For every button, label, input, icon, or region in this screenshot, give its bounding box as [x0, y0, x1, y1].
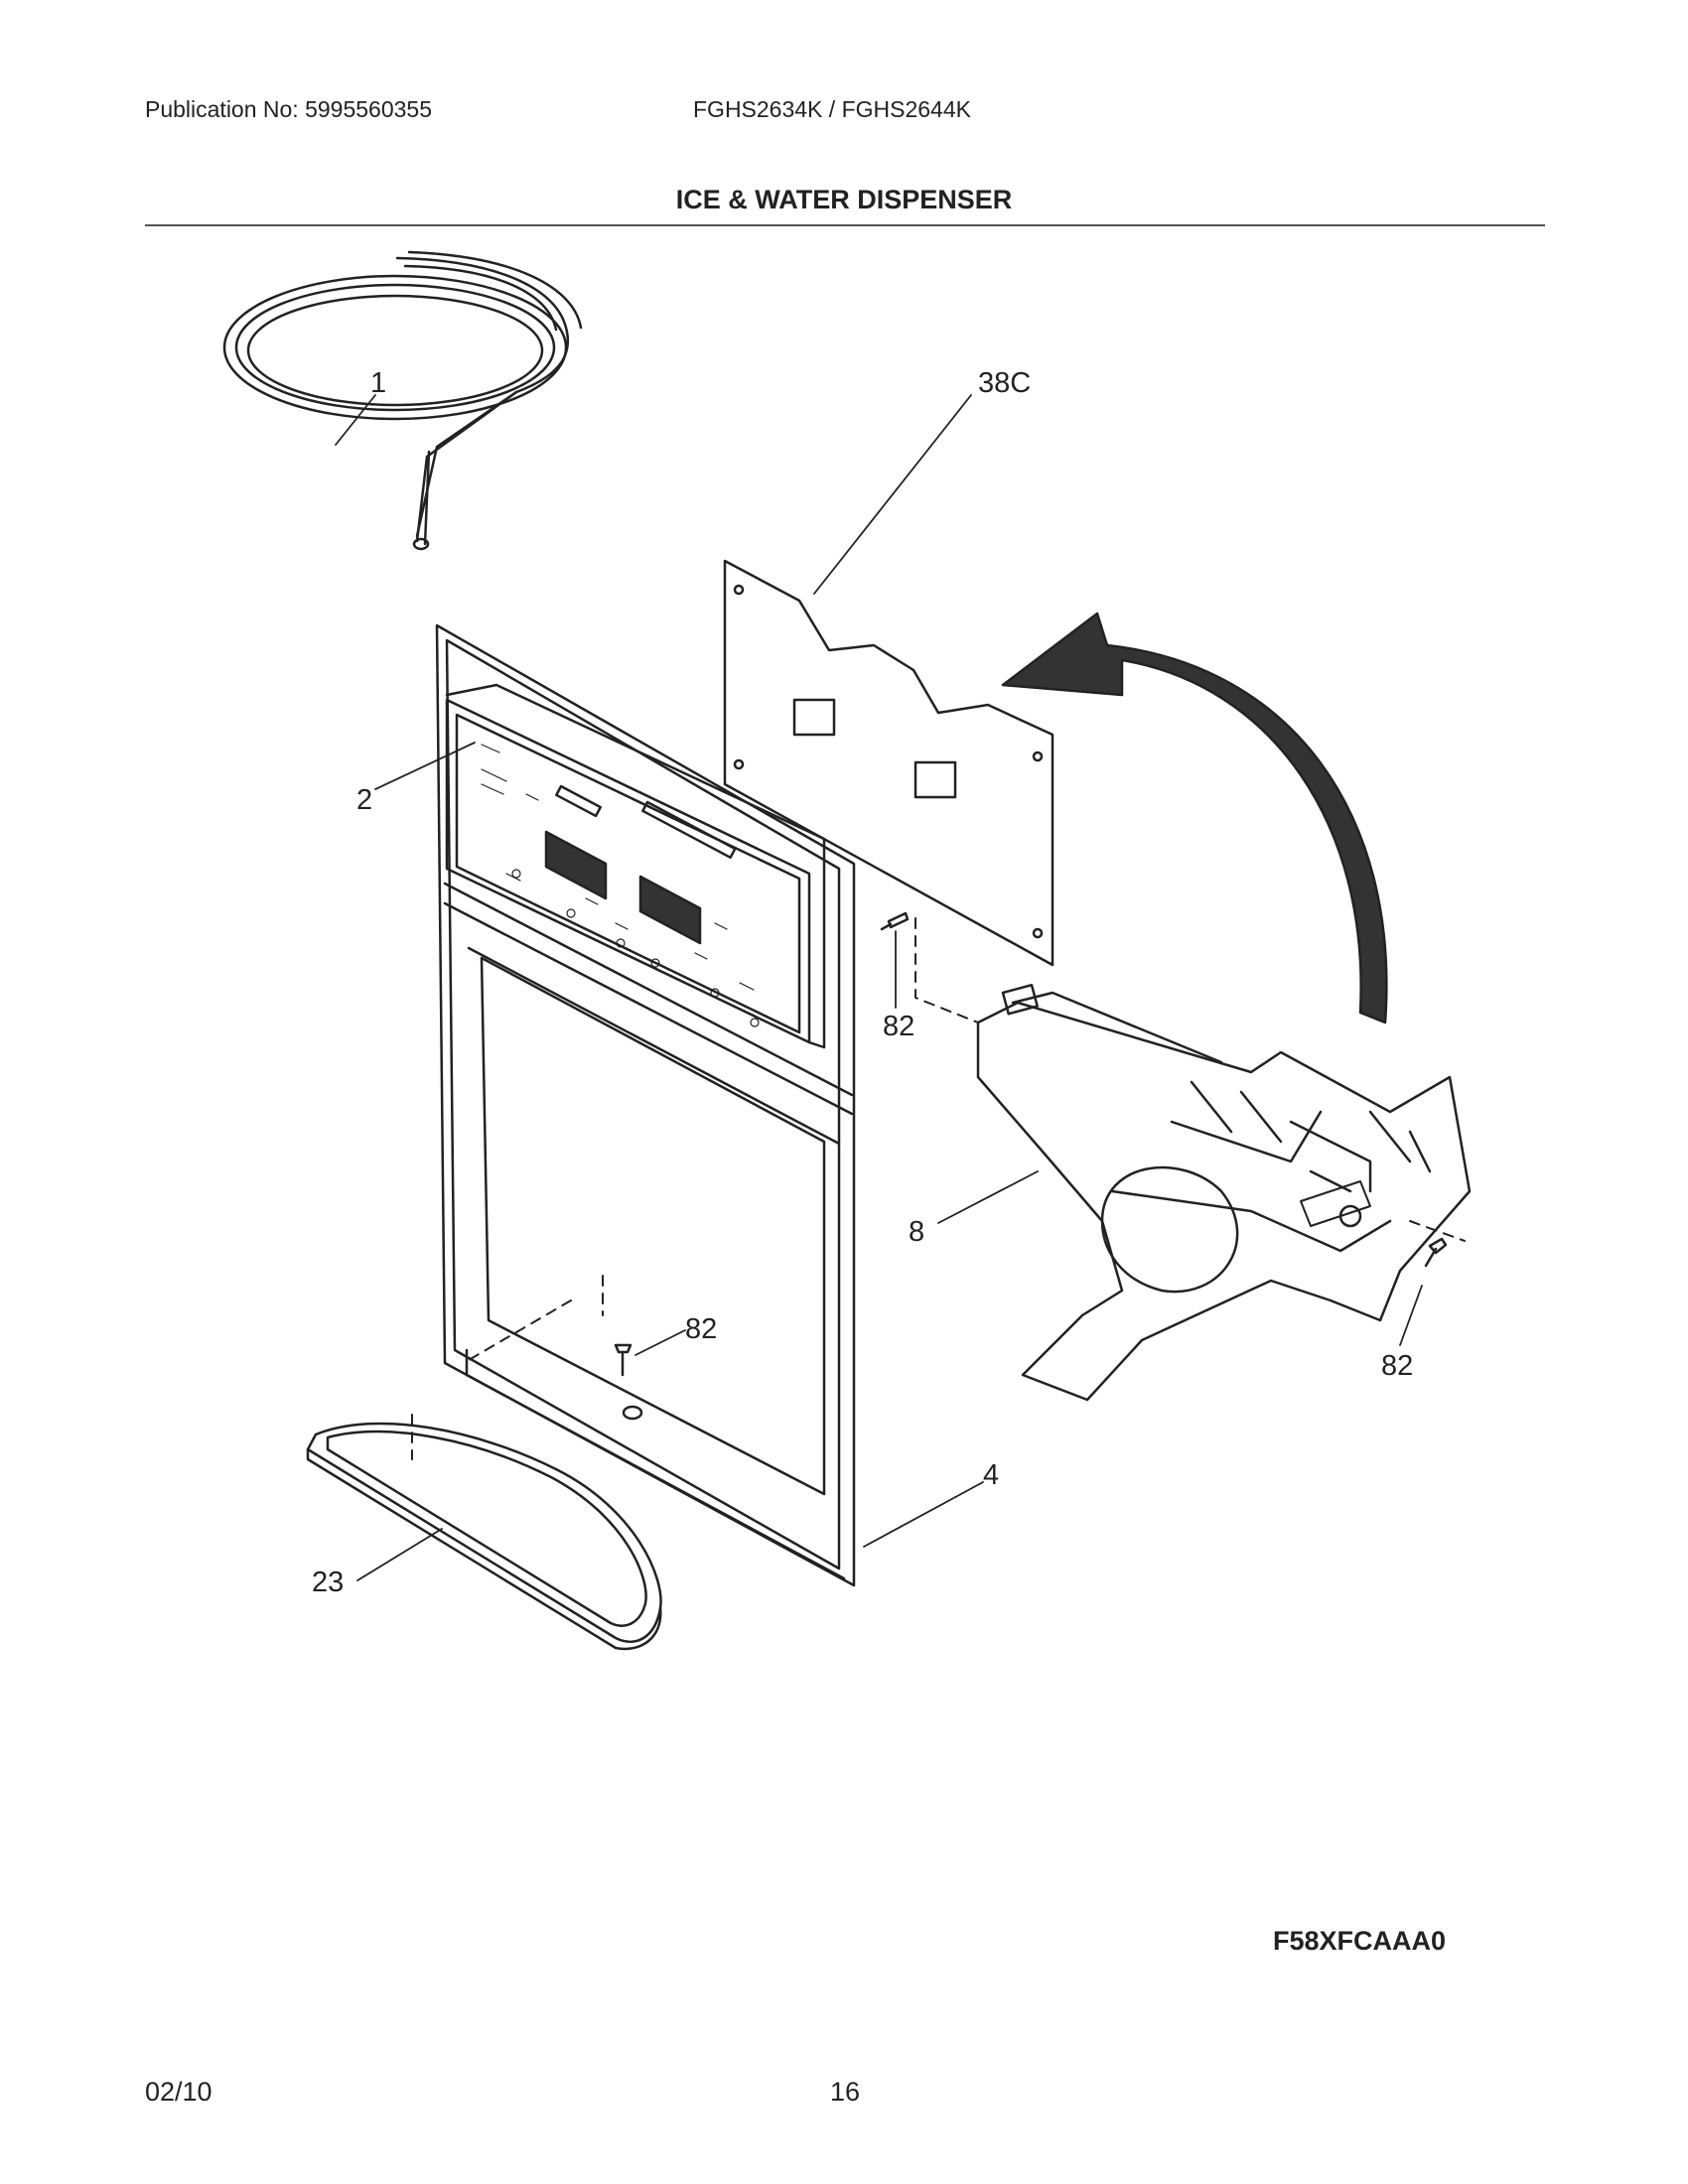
- water-tube-coil: [222, 250, 583, 551]
- callout-8: 8: [909, 1216, 925, 1248]
- assembly-guide-lines: [411, 917, 1466, 1460]
- publication-number: Publication No: 5995560355: [145, 96, 433, 122]
- screw-82-bottom: [614, 1343, 633, 1377]
- drip-tray: [306, 1422, 662, 1651]
- control-board: [723, 559, 1055, 967]
- diagram-code: F58XFCAAA0: [1272, 1926, 1446, 1956]
- callout-1: 1: [370, 367, 387, 399]
- callout-2: 2: [356, 784, 373, 816]
- model-numbers: FGHS2634K / FGHS2644K: [693, 96, 971, 122]
- dispenser-housing: [435, 623, 856, 1587]
- callout-82-right: 82: [1381, 1350, 1414, 1382]
- callout-4: 4: [983, 1459, 1000, 1491]
- page-number: 16: [830, 2077, 861, 2107]
- header-divider: [145, 224, 1545, 226]
- callout-38c: 38C: [978, 367, 1032, 399]
- callout-82-mid: 82: [685, 1313, 718, 1345]
- screw-82-top: [880, 911, 910, 931]
- footer-date: 02/10: [145, 2077, 212, 2107]
- callout-82-top: 82: [883, 1011, 915, 1042]
- page-title: ICE & WATER DISPENSER: [675, 185, 1013, 214]
- control-panel-overlay: [445, 683, 826, 1049]
- callout-leader-lines: [335, 394, 1423, 1581]
- direction-arrow: [1001, 612, 1388, 1024]
- screw-82-right: [1424, 1237, 1448, 1268]
- callout-23: 23: [312, 1567, 345, 1598]
- dispenser-actuator-assembly: [976, 983, 1472, 1402]
